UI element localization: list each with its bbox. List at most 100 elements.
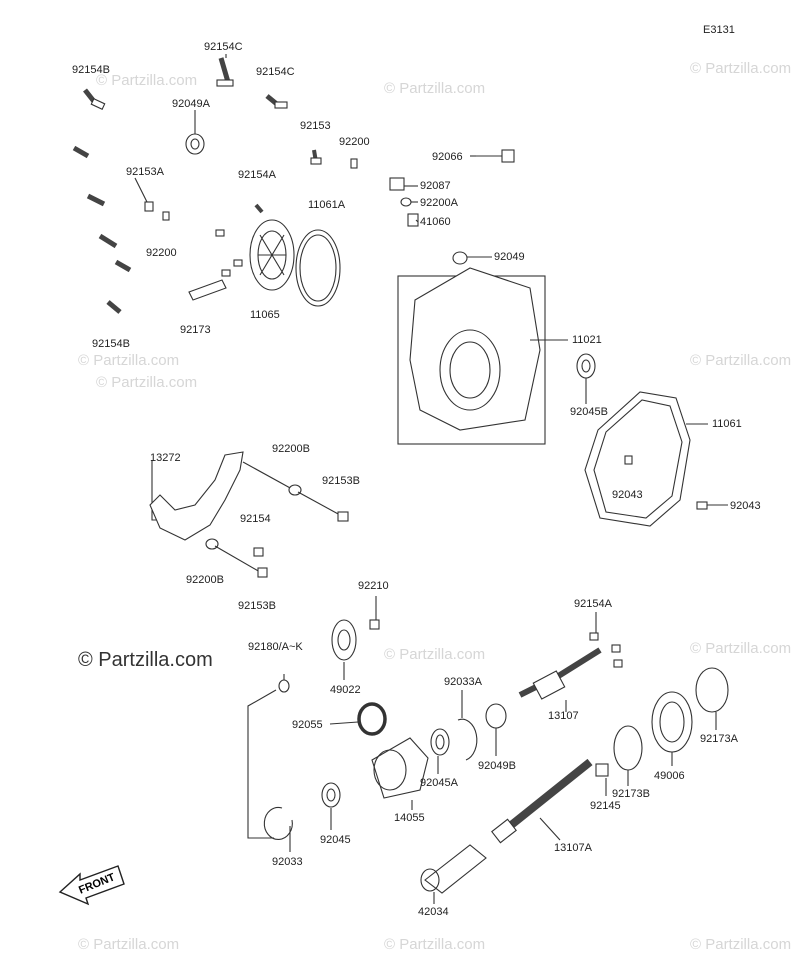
part-label-92154C-a[interactable]: 92154C bbox=[204, 41, 243, 53]
part-label-92200-b[interactable]: 92200 bbox=[146, 247, 177, 259]
part-label-92033[interactable]: 92033 bbox=[272, 856, 303, 868]
part-label-92087[interactable]: 92087 bbox=[420, 180, 451, 192]
part-label-13107A[interactable]: 13107A bbox=[554, 842, 592, 854]
bolt-92154B-b[interactable] bbox=[106, 300, 122, 314]
part-label-92055[interactable]: 92055 bbox=[292, 719, 323, 731]
bolt-92153B-b[interactable] bbox=[257, 567, 268, 578]
part-label-92045B[interactable]: 92045B bbox=[570, 406, 608, 418]
part-label-92210[interactable]: 92210 bbox=[358, 580, 389, 592]
washer-92200A[interactable] bbox=[400, 197, 412, 207]
part-label-92045A[interactable]: 92045A bbox=[420, 777, 458, 789]
part-label-92153B-a[interactable]: 92153B bbox=[322, 475, 360, 487]
shaft-13107[interactable] bbox=[518, 647, 602, 700]
nut-92210[interactable] bbox=[369, 619, 380, 630]
part-label-49022[interactable]: 49022 bbox=[330, 684, 361, 696]
washer-92200-a[interactable] bbox=[350, 158, 358, 169]
part-label-92154A-b[interactable]: 92154A bbox=[574, 598, 612, 610]
part-label-92173B[interactable]: 92173B bbox=[612, 788, 650, 800]
part-label-13272[interactable]: 13272 bbox=[150, 452, 181, 464]
part-label-92153A[interactable]: 92153A bbox=[126, 166, 164, 178]
washer-92200-b[interactable] bbox=[162, 211, 170, 221]
part-label-92153[interactable]: 92153 bbox=[300, 120, 331, 132]
part-label-92049[interactable]: 92049 bbox=[494, 251, 525, 263]
sensor-41060[interactable] bbox=[407, 213, 419, 227]
boot-49006[interactable] bbox=[651, 691, 693, 753]
crankcase-11021[interactable] bbox=[409, 251, 541, 431]
bolt-left-4[interactable] bbox=[114, 259, 132, 273]
cover-11065[interactable] bbox=[249, 219, 295, 291]
part-label-92200B-a[interactable]: 92200B bbox=[272, 443, 310, 455]
part-label-49006[interactable]: 49006 bbox=[654, 770, 685, 782]
washer-92200B-a[interactable] bbox=[288, 484, 302, 496]
bearing-92045[interactable] bbox=[321, 782, 341, 808]
clamp-92173A[interactable] bbox=[695, 667, 729, 713]
part-label-92145[interactable]: 92145 bbox=[590, 800, 621, 812]
circlip-92033[interactable] bbox=[263, 806, 293, 840]
gasket-11061A[interactable] bbox=[295, 229, 341, 307]
housing-14055[interactable] bbox=[371, 737, 429, 799]
joint-42034[interactable] bbox=[420, 844, 487, 894]
o-ring-92055[interactable] bbox=[357, 702, 387, 736]
gear-49022[interactable] bbox=[331, 619, 357, 661]
spring-92145[interactable] bbox=[595, 763, 609, 777]
part-label-92180[interactable]: 92180/A~K bbox=[248, 641, 303, 653]
part-label-13107[interactable]: 13107 bbox=[548, 710, 579, 722]
bolt-left-3[interactable] bbox=[98, 233, 118, 249]
part-label-92200-a[interactable]: 92200 bbox=[339, 136, 370, 148]
part-label-92173A[interactable]: 92173A bbox=[700, 733, 738, 745]
bearing-92045B[interactable] bbox=[576, 353, 596, 379]
watermark-9: © Partzilla.com bbox=[78, 936, 180, 953]
bolt-left-2[interactable] bbox=[86, 193, 106, 207]
part-label-92066[interactable]: 92066 bbox=[432, 151, 463, 163]
bolts-small-cluster[interactable] bbox=[215, 229, 243, 277]
bolt-92154C-b[interactable] bbox=[265, 94, 288, 109]
part-label-92049B[interactable]: 92049B bbox=[478, 760, 516, 772]
part-label-42034[interactable]: 42034 bbox=[418, 906, 449, 918]
bolt-92154B-a[interactable] bbox=[83, 88, 106, 110]
bolts-92154A-b[interactable] bbox=[589, 632, 623, 668]
bracket-13272[interactable] bbox=[149, 451, 244, 541]
shaft-13107A[interactable] bbox=[491, 758, 593, 844]
front-arrow bbox=[58, 865, 125, 906]
bolt-92153B-a[interactable] bbox=[337, 511, 349, 522]
part-label-92154C-b[interactable]: 92154C bbox=[256, 66, 295, 78]
clamp-92173B[interactable] bbox=[613, 725, 643, 771]
part-label-92154A-a[interactable]: 92154A bbox=[238, 169, 276, 181]
part-label-14055[interactable]: 14055 bbox=[394, 812, 425, 824]
circlip-92033A[interactable] bbox=[457, 718, 478, 761]
part-label-92154B-a[interactable]: 92154B bbox=[72, 64, 110, 76]
part-label-92043-a[interactable]: 92043 bbox=[612, 489, 643, 501]
part-label-11061A[interactable]: 11061A bbox=[308, 199, 346, 211]
part-label-92043-b[interactable]: 92043 bbox=[730, 500, 761, 512]
part-label-92173[interactable]: 92173 bbox=[180, 324, 211, 336]
bolt-92154[interactable] bbox=[253, 547, 264, 557]
shim-92180[interactable] bbox=[278, 679, 290, 693]
part-label-92154[interactable]: 92154 bbox=[240, 513, 271, 525]
part-label-11021[interactable]: 11021 bbox=[572, 334, 602, 346]
bolt-92154A-a[interactable] bbox=[254, 203, 264, 214]
part-label-11061[interactable]: 11061 bbox=[712, 418, 742, 430]
o-ring-92049B[interactable] bbox=[485, 703, 507, 729]
part-label-92045[interactable]: 92045 bbox=[320, 834, 351, 846]
gasket-11061[interactable] bbox=[584, 391, 691, 527]
bolt-92154C-a[interactable] bbox=[216, 57, 234, 87]
bolt-left-1[interactable] bbox=[72, 145, 90, 159]
dowel-92043-a[interactable] bbox=[624, 455, 633, 465]
part-label-92200A[interactable]: 92200A bbox=[420, 197, 458, 209]
part-label-92049A[interactable]: 92049A bbox=[172, 98, 210, 110]
part-label-92033A[interactable]: 92033A bbox=[444, 676, 482, 688]
dowel-92043-b[interactable] bbox=[696, 501, 708, 510]
part-label-92200B-b[interactable]: 92200B bbox=[186, 574, 224, 586]
bolt-92153[interactable] bbox=[310, 149, 322, 165]
plate-92173[interactable] bbox=[188, 279, 227, 301]
part-label-41060[interactable]: 41060 bbox=[420, 216, 451, 228]
part-label-11065[interactable]: 11065 bbox=[250, 309, 280, 321]
washer-92200B-b[interactable] bbox=[205, 538, 219, 550]
bolt-92153A[interactable] bbox=[144, 201, 154, 212]
bolt-92066[interactable] bbox=[476, 149, 515, 163]
plug-92087[interactable] bbox=[389, 177, 405, 191]
part-label-92153B-b[interactable]: 92153B bbox=[238, 600, 276, 612]
bearing-92045A[interactable] bbox=[430, 728, 450, 756]
part-label-92154B-b[interactable]: 92154B bbox=[92, 338, 130, 350]
oil-seal-92049A[interactable] bbox=[185, 133, 205, 155]
